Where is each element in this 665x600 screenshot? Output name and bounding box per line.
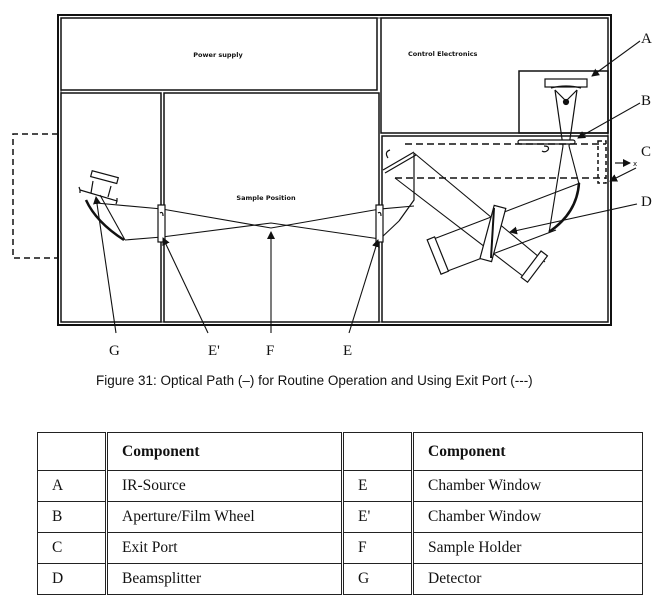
callout-f: F bbox=[266, 343, 274, 359]
control-electronics-box: Control Electronics bbox=[380, 17, 609, 134]
callout-e-prime: E' bbox=[208, 343, 220, 359]
table-header-row: Component Component bbox=[37, 432, 643, 471]
fixed-mirror bbox=[426, 236, 450, 275]
x-axis-indicator: x bbox=[615, 159, 637, 168]
exit-port-path bbox=[395, 140, 607, 184]
component-name: Beamsplitter bbox=[106, 563, 344, 595]
component-id: C bbox=[37, 532, 108, 564]
flip-mirror bbox=[382, 149, 417, 222]
header-component-right: Component bbox=[412, 432, 643, 471]
callout-a: A bbox=[641, 31, 652, 47]
control-electronics-label: Control Electronics bbox=[408, 50, 478, 58]
callout-e: E bbox=[343, 343, 352, 359]
table-row: B Aperture/Film Wheel E' Chamber Window bbox=[37, 501, 643, 533]
header-component-left: Component bbox=[106, 432, 344, 471]
component-name: IR-Source bbox=[106, 470, 344, 502]
component-id: E bbox=[342, 470, 414, 502]
optical-path-diagram: Power supply Control Electronics Sample … bbox=[12, 14, 652, 359]
sample-beam-path bbox=[95, 194, 415, 241]
component-name: Exit Port bbox=[106, 532, 344, 564]
component-table: Component Component A IR-Source E Chambe… bbox=[37, 432, 643, 595]
callout-g: G bbox=[109, 343, 120, 359]
collimating-mirror bbox=[548, 182, 581, 234]
interferometer-beams bbox=[394, 145, 581, 281]
aperture-film-wheel bbox=[517, 139, 576, 153]
callout-d: D bbox=[641, 194, 652, 210]
component-id: B bbox=[37, 501, 108, 533]
chamber-window-e-prime bbox=[157, 204, 166, 243]
power-supply-box: Power supply bbox=[60, 17, 378, 91]
power-supply-label: Power supply bbox=[193, 51, 243, 59]
table-row: A IR-Source E Chamber Window bbox=[37, 470, 643, 502]
component-name: Chamber Window bbox=[412, 501, 643, 533]
callout-leaders bbox=[93, 40, 641, 334]
component-name: Detector bbox=[412, 563, 643, 595]
component-name: Sample Holder bbox=[412, 532, 643, 564]
sample-position-label: Sample Position bbox=[236, 194, 296, 202]
chamber-window-e bbox=[375, 204, 384, 243]
table-row: D Beamsplitter G Detector bbox=[37, 563, 643, 595]
moving-mirror bbox=[520, 250, 549, 284]
table-row: C Exit Port F Sample Holder bbox=[37, 532, 643, 564]
component-id: A bbox=[37, 470, 108, 502]
callout-c: C bbox=[641, 144, 651, 160]
detector-mirror bbox=[84, 199, 125, 242]
ir-source bbox=[544, 78, 588, 147]
ir-source-compartment bbox=[518, 70, 609, 134]
header-id-left bbox=[37, 432, 108, 471]
x-axis-label: x bbox=[633, 160, 637, 168]
component-id: E' bbox=[342, 501, 414, 533]
beamsplitter bbox=[479, 204, 507, 263]
component-id: G bbox=[342, 563, 414, 595]
component-id: F bbox=[342, 532, 414, 564]
figure-caption: Figure 31: Optical Path (–) for Routine … bbox=[96, 373, 533, 388]
detector bbox=[78, 170, 120, 205]
component-name: Chamber Window bbox=[412, 470, 643, 502]
external-module-dashed bbox=[12, 133, 58, 259]
component-name: Aperture/Film Wheel bbox=[106, 501, 344, 533]
component-id: D bbox=[37, 563, 108, 595]
header-id-right bbox=[342, 432, 414, 471]
callout-b: B bbox=[641, 93, 651, 109]
